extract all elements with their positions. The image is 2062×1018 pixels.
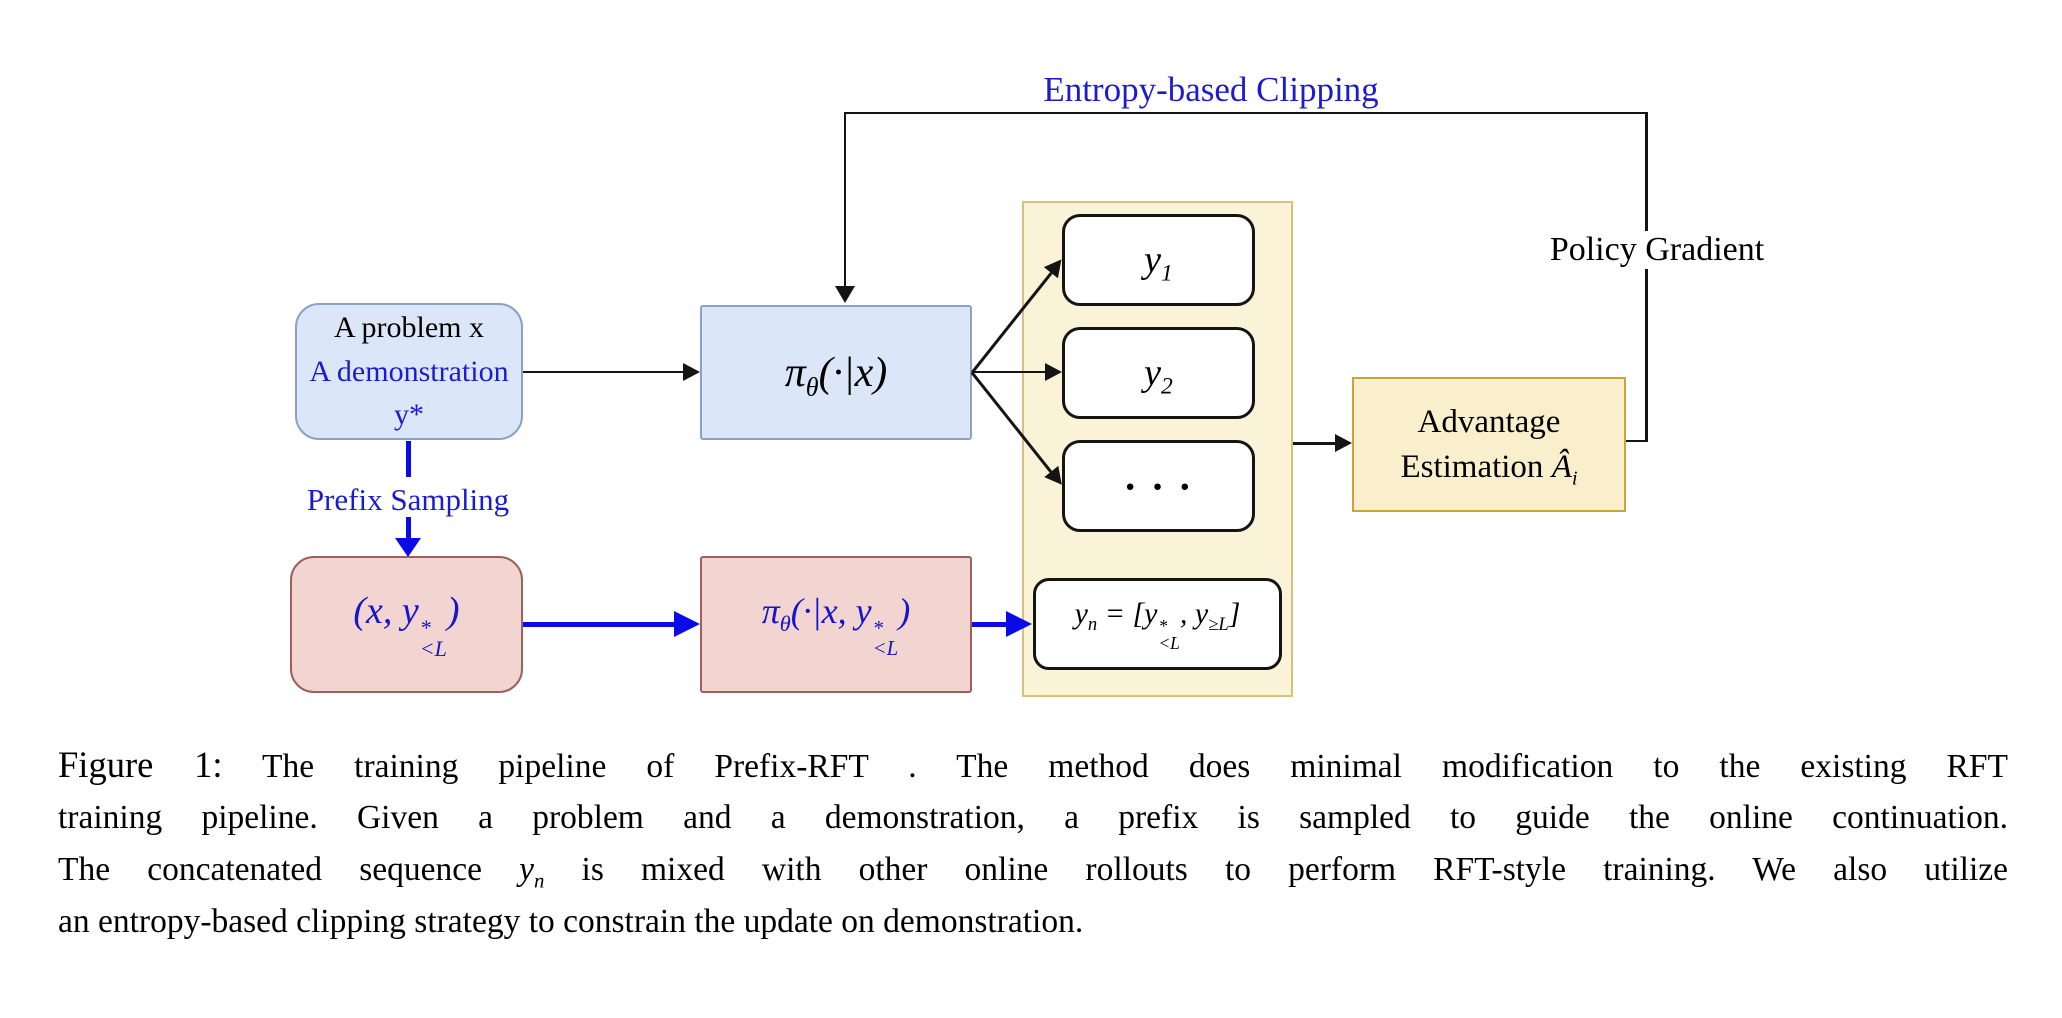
policy-gradient-label: Policy Gradient <box>1539 231 1775 269</box>
prefix-sampling-arrowhead <box>395 538 421 557</box>
prefix-pair-box: (x, y*<L) <box>290 556 523 693</box>
caption-figure-label: Figure 1: <box>58 744 223 785</box>
arrow-rollouts-to-advantage <box>1293 442 1335 445</box>
prefix-policy-box: πθ(·|x, y*<L) <box>700 556 972 693</box>
arrow-prefix-to-prefix-policy <box>523 621 674 627</box>
arrow-policy-to-y2 <box>972 370 1045 374</box>
rollout-y1-box: y1 <box>1062 214 1255 306</box>
problem-demonstration-box: A problem x A demonstration y* <box>295 303 523 440</box>
advantage-line1: Advantage <box>1417 403 1561 440</box>
online-policy-math: πθ(·|x) <box>784 349 888 401</box>
rollout-dots-text: · · · <box>1123 463 1194 509</box>
prefix-pair-math: (x, y*<L) <box>353 590 460 662</box>
feedback-loop-left-line <box>843 111 846 287</box>
advantage-symbol-math: Âi <box>1551 448 1578 490</box>
caption-line-1: Figure 1: The training pipeline of Prefi… <box>58 744 2008 785</box>
caption-line-3: The concatenated sequence yn is mixed wi… <box>58 851 2008 893</box>
feedback-arrowhead-into-policy <box>834 286 855 303</box>
caption-line-2: training pipeline. Given a problem and a… <box>58 799 2008 836</box>
prefix-sampling-line-upper <box>405 441 411 477</box>
advantage-to-loop-connector <box>1626 439 1648 442</box>
rollout-y1-math: y1 <box>1144 239 1173 287</box>
feedback-loop-right-line <box>1645 111 1648 442</box>
advantage-estimation-box: Advantage Estimation Âi <box>1352 377 1626 512</box>
caption-yn-math: yn <box>519 851 545 893</box>
problem-text: A problem x <box>334 311 484 345</box>
concatenated-sequence-math: yn = [y*<L, y≥L] <box>1074 596 1241 653</box>
caption-line-4: an entropy-based clipping strategy to co… <box>58 903 1084 940</box>
entropy-clipping-label: Entropy-based Clipping <box>1033 70 1389 110</box>
estimation-text: Estimation <box>1400 448 1552 485</box>
rollout-dots-box: · · · <box>1062 440 1255 532</box>
concatenated-sequence-box: yn = [y*<L, y≥L] <box>1033 578 1282 670</box>
advantage-line2: Estimation Âi <box>1400 445 1577 490</box>
feedback-loop-top-line <box>845 111 1647 114</box>
online-policy-box: πθ(·|x) <box>700 305 972 440</box>
arrow-input-to-policy <box>523 370 683 374</box>
prefix-policy-math: πθ(·|x, y*<L) <box>761 591 911 660</box>
arrow-prefix-policy-to-yn <box>972 621 1006 627</box>
rollout-y2-box: y2 <box>1062 327 1255 419</box>
prefix-sampling-line-lower <box>405 517 411 538</box>
prefix-sampling-label: Prefix Sampling <box>306 482 510 517</box>
demonstration-text: A demonstration y* <box>309 354 509 432</box>
rollout-y2-math: y2 <box>1144 352 1173 400</box>
